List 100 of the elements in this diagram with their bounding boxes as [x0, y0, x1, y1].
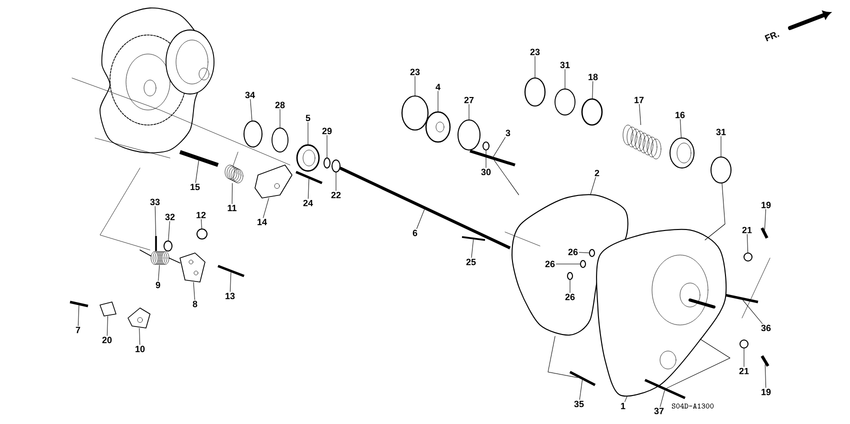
- leader-line: [154, 206, 156, 236]
- leader-line: [639, 104, 642, 126]
- leader-line: [262, 198, 270, 218]
- assembly-line: [548, 336, 578, 378]
- callout-number: 37: [654, 408, 664, 414]
- ring: [458, 120, 480, 150]
- callout-number: 10: [136, 346, 145, 352]
- callout-number: 16: [676, 112, 685, 118]
- callout-number: 28: [275, 102, 285, 108]
- ring: [554, 88, 576, 116]
- callout-number: 14: [258, 218, 267, 226]
- leader-line: [534, 56, 536, 78]
- leader-line: [578, 252, 590, 254]
- leader-line: [493, 137, 506, 157]
- callout-number: 8: [192, 300, 198, 308]
- bolt: [179, 150, 219, 167]
- callout-number: 22: [331, 192, 341, 198]
- assembly-line: [704, 183, 726, 240]
- callout-number: 19: [762, 388, 771, 396]
- bolt: [644, 378, 686, 400]
- bolt: [724, 294, 758, 304]
- leader-line: [193, 282, 195, 300]
- callout-number: 29: [322, 128, 332, 134]
- bolt: [569, 370, 596, 386]
- leader-line: [764, 209, 766, 230]
- leader-line: [139, 328, 140, 345]
- leader-line: [624, 396, 628, 402]
- callout-number: 26: [565, 294, 575, 300]
- ring: [670, 138, 694, 168]
- callout-number: 21: [739, 368, 749, 374]
- callout-number: 20: [102, 336, 112, 344]
- leader-line: [78, 305, 80, 326]
- callout-number: 24: [303, 200, 313, 206]
- lever: [254, 164, 292, 198]
- bracket: [128, 308, 150, 328]
- bolt: [218, 264, 244, 278]
- spring: [224, 152, 244, 184]
- ring: [332, 160, 340, 172]
- callout-number: 34: [245, 92, 255, 98]
- ring: [581, 98, 603, 126]
- callout-number: 21: [742, 226, 752, 234]
- leader-line: [764, 364, 766, 388]
- callout-number: 19: [762, 202, 771, 208]
- leader-line: [414, 76, 416, 96]
- ring: [740, 340, 748, 348]
- bolt: [70, 300, 88, 308]
- leader-line: [195, 160, 199, 183]
- callout-number: 27: [464, 96, 474, 104]
- leader-line: [660, 390, 665, 407]
- callout-number: 17: [634, 96, 644, 104]
- callout-number: 31: [716, 128, 726, 136]
- ring: [710, 156, 732, 184]
- callout-number: 3: [506, 130, 510, 136]
- leader-line: [168, 221, 170, 241]
- callout-number: 6: [412, 230, 418, 236]
- callout-number: 30: [481, 168, 491, 176]
- leader-line: [158, 264, 160, 281]
- leader-line: [579, 380, 583, 400]
- bolt: [462, 236, 486, 241]
- callout-number: 35: [574, 400, 584, 408]
- spring: [622, 124, 662, 160]
- leader-line: [471, 239, 474, 258]
- leader-line: [720, 136, 722, 157]
- leader-line: [200, 219, 202, 229]
- bolt: [760, 355, 770, 367]
- callout-number: 9: [156, 282, 160, 288]
- leader-line: [564, 69, 566, 89]
- callout-number: 13: [226, 292, 235, 300]
- ring: [164, 240, 172, 252]
- leader-line: [592, 81, 594, 99]
- spring: [140, 250, 180, 265]
- callout-number: 26: [568, 248, 578, 256]
- callout-number: 11: [228, 204, 236, 212]
- callout-number: 18: [588, 74, 598, 80]
- cover: [596, 228, 727, 396]
- ring: [580, 260, 586, 268]
- ring: [524, 77, 546, 107]
- bracket: [180, 252, 206, 282]
- callout-number: 33: [150, 198, 160, 206]
- ring: [567, 272, 573, 280]
- callout-number: 23: [530, 48, 540, 56]
- ring: [244, 120, 262, 148]
- ring: [744, 252, 752, 262]
- ring: [272, 128, 288, 152]
- callout-number: 1: [621, 402, 626, 410]
- leader-line: [230, 272, 232, 292]
- diagram-code: S04D-A1300: [672, 403, 714, 409]
- ring: [296, 144, 320, 172]
- assembly-line: [494, 160, 519, 196]
- leader-line: [742, 300, 763, 324]
- callout-number: 23: [410, 68, 420, 76]
- leader-line: [416, 209, 425, 229]
- ring: [589, 249, 595, 257]
- callout-number: 25: [466, 258, 476, 266]
- plate: [100, 302, 116, 316]
- leader-line: [308, 178, 310, 199]
- ring: [196, 228, 208, 240]
- callout-number: 32: [165, 214, 175, 220]
- leader-line: [232, 182, 233, 204]
- ring: [324, 158, 330, 168]
